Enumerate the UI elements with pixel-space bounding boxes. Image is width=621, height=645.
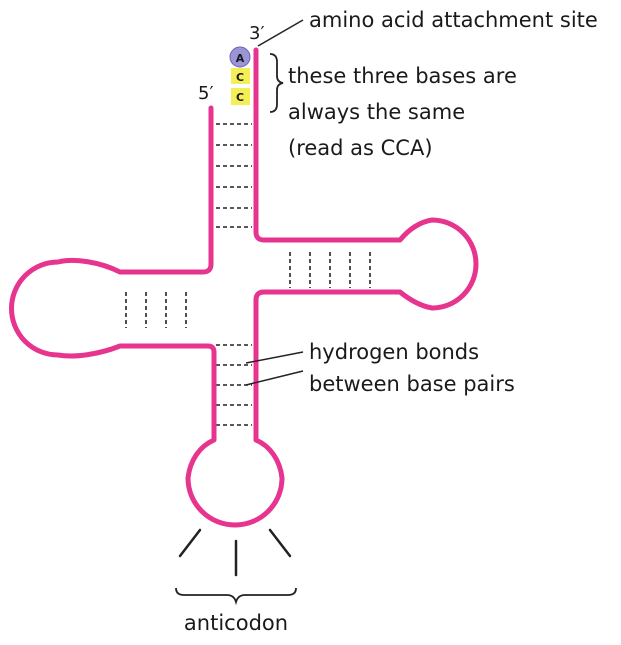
- base-highlight-c2: [231, 88, 250, 105]
- base-c2-letter: C: [236, 91, 244, 104]
- attachment-site-leader: [257, 19, 304, 47]
- base-a-letter: A: [236, 52, 245, 65]
- anticodon-label: anticodon: [184, 611, 288, 635]
- bases-note-line2: always the same: [288, 100, 465, 124]
- five-prime-label: 5′: [198, 83, 214, 104]
- acceptor-stem-bonds: [216, 123, 252, 228]
- trna-strand: [9, 47, 479, 528]
- bases-note-line3: (read as CCA): [288, 136, 433, 160]
- anticodon-lines: [178, 528, 292, 577]
- attachment-site-label: amino acid attachment site: [309, 8, 598, 32]
- anticodon-base-line: [268, 528, 292, 558]
- hbonds-leader-1: [245, 351, 304, 364]
- anticodon-base-line: [178, 528, 202, 558]
- anticodon-brace: [175, 587, 297, 606]
- base-highlight-c1: [231, 68, 250, 84]
- hbonds-label-line1: hydrogen bonds: [309, 340, 479, 364]
- cca-bases: A C C: [229, 46, 251, 105]
- bases-brace: [269, 53, 284, 113]
- hbonds-label-line2: between base pairs: [309, 372, 515, 396]
- bases-note-line1: these three bases are: [288, 64, 517, 88]
- hbonds-leader-2: [245, 370, 304, 386]
- base-c1-letter: C: [236, 71, 244, 84]
- three-prime-label: 3′: [249, 23, 265, 44]
- base-a-circle: [229, 46, 251, 68]
- d-arm-bonds: [125, 292, 187, 328]
- t-arm-bonds: [289, 252, 371, 288]
